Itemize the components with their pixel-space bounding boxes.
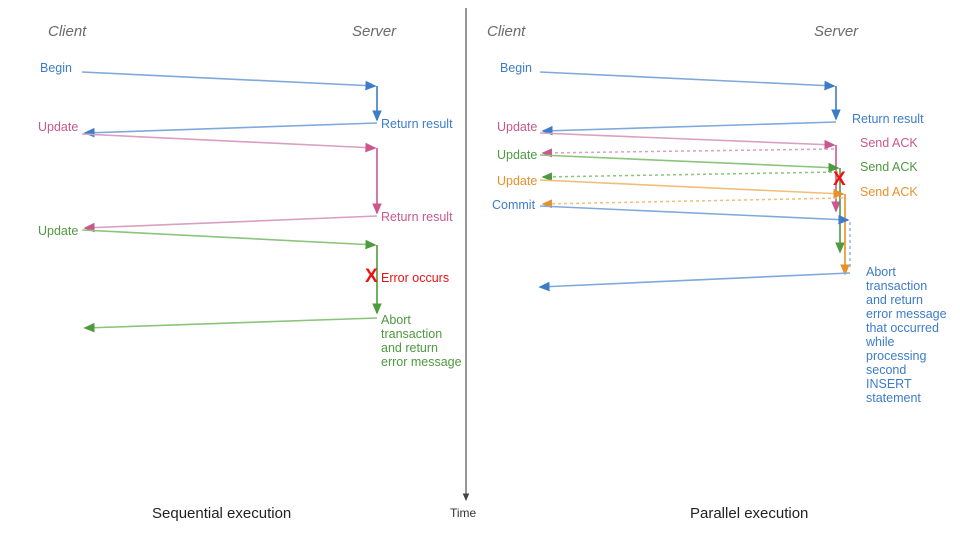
right-panel-caption: Parallel execution	[690, 505, 809, 522]
right-label-update-green: Update	[497, 148, 538, 162]
right-label-begin: Begin	[500, 61, 532, 75]
right-label-commit: Commit	[492, 198, 536, 212]
left-arrow-update-pink	[81, 133, 382, 215]
left-label-abort-block: Abort transaction and return error messa…	[381, 313, 462, 369]
left-header-client: Client	[48, 23, 87, 40]
left-label-return-result-2: Return result	[381, 210, 453, 224]
right-arrow-update-orange	[539, 179, 850, 276]
right-label-update-orange: Update	[497, 174, 538, 188]
right-arrow-return-result	[541, 121, 837, 136]
time-axis-label: Time	[450, 506, 477, 520]
left-arrow-return-result-1	[83, 122, 378, 138]
left-label-begin: Begin	[40, 61, 72, 75]
right-arrow-begin	[539, 71, 841, 121]
right-label-send-ack-green: Send ACK	[860, 160, 918, 174]
left-arrow-abort	[83, 317, 378, 333]
left-arrow-update-green	[81, 229, 382, 315]
right-label-send-ack-pink: Send ACK	[860, 136, 918, 150]
left-label-return-result-1: Return result	[381, 117, 453, 131]
left-arrow-begin	[81, 71, 382, 122]
right-arrow-update-green	[539, 154, 845, 254]
left-error-x-icon: X	[365, 266, 378, 287]
right-arrow-commit	[539, 205, 851, 270]
right-arrow-update-pink	[539, 132, 841, 213]
left-label-update-pink: Update	[38, 120, 79, 134]
right-header-server: Server	[814, 23, 859, 40]
right-error-x-icon: X	[833, 169, 846, 190]
left-label-error-occurs: Error occurs	[381, 271, 450, 285]
left-panel-caption: Sequential execution	[152, 505, 292, 522]
right-label-abort-block: Abort transaction and return error messa…	[866, 265, 947, 405]
right-label-return-result: Return result	[852, 112, 924, 126]
right-header-client: Client	[487, 23, 526, 40]
left-header-server: Server	[352, 23, 397, 40]
right-label-send-ack-orange: Send ACK	[860, 185, 918, 199]
right-arrow-abort	[538, 272, 851, 292]
left-arrow-return-result-2	[83, 215, 378, 233]
left-label-update-green: Update	[38, 224, 79, 238]
right-label-update-pink: Update	[497, 120, 538, 134]
